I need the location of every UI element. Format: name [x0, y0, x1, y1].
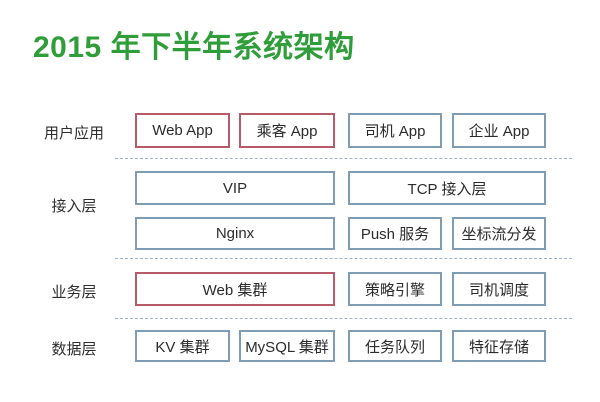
layer-label-user-apps: 用户应用 [43, 125, 104, 142]
box-tcp-access: TCP 接入层 [348, 171, 546, 205]
box-mysql-cluster: MySQL 集群 [239, 330, 335, 362]
layer-label-data-layer: 数据层 [51, 341, 97, 358]
separator-line [115, 258, 572, 259]
box-feature-storage: 特征存储 [452, 330, 546, 362]
layer-label-business-layer: 业务层 [51, 284, 97, 301]
box-driver-app: 司机 App [348, 113, 442, 148]
layer-label-access-layer: 接入层 [51, 198, 97, 215]
separator-line [115, 158, 572, 159]
page-title: 2015 年下半年系统架构 [33, 31, 355, 64]
box-web-app: Web App [135, 113, 230, 148]
box-task-queue: 任务队列 [348, 330, 442, 362]
box-strategy-engine: 策略引擎 [348, 272, 442, 306]
box-passenger-app: 乘客 App [239, 113, 335, 148]
box-push-service: Push 服务 [348, 217, 442, 250]
box-kv-cluster: KV 集群 [135, 330, 230, 362]
box-driver-dispatch: 司机调度 [452, 272, 546, 306]
box-nginx: Nginx [135, 217, 335, 250]
separator-line [115, 318, 572, 319]
box-enterprise-app: 企业 App [452, 113, 546, 148]
box-web-cluster: Web 集群 [135, 272, 335, 306]
box-coordinate-stream: 坐标流分发 [452, 217, 546, 250]
box-vip: VIP [135, 171, 335, 205]
